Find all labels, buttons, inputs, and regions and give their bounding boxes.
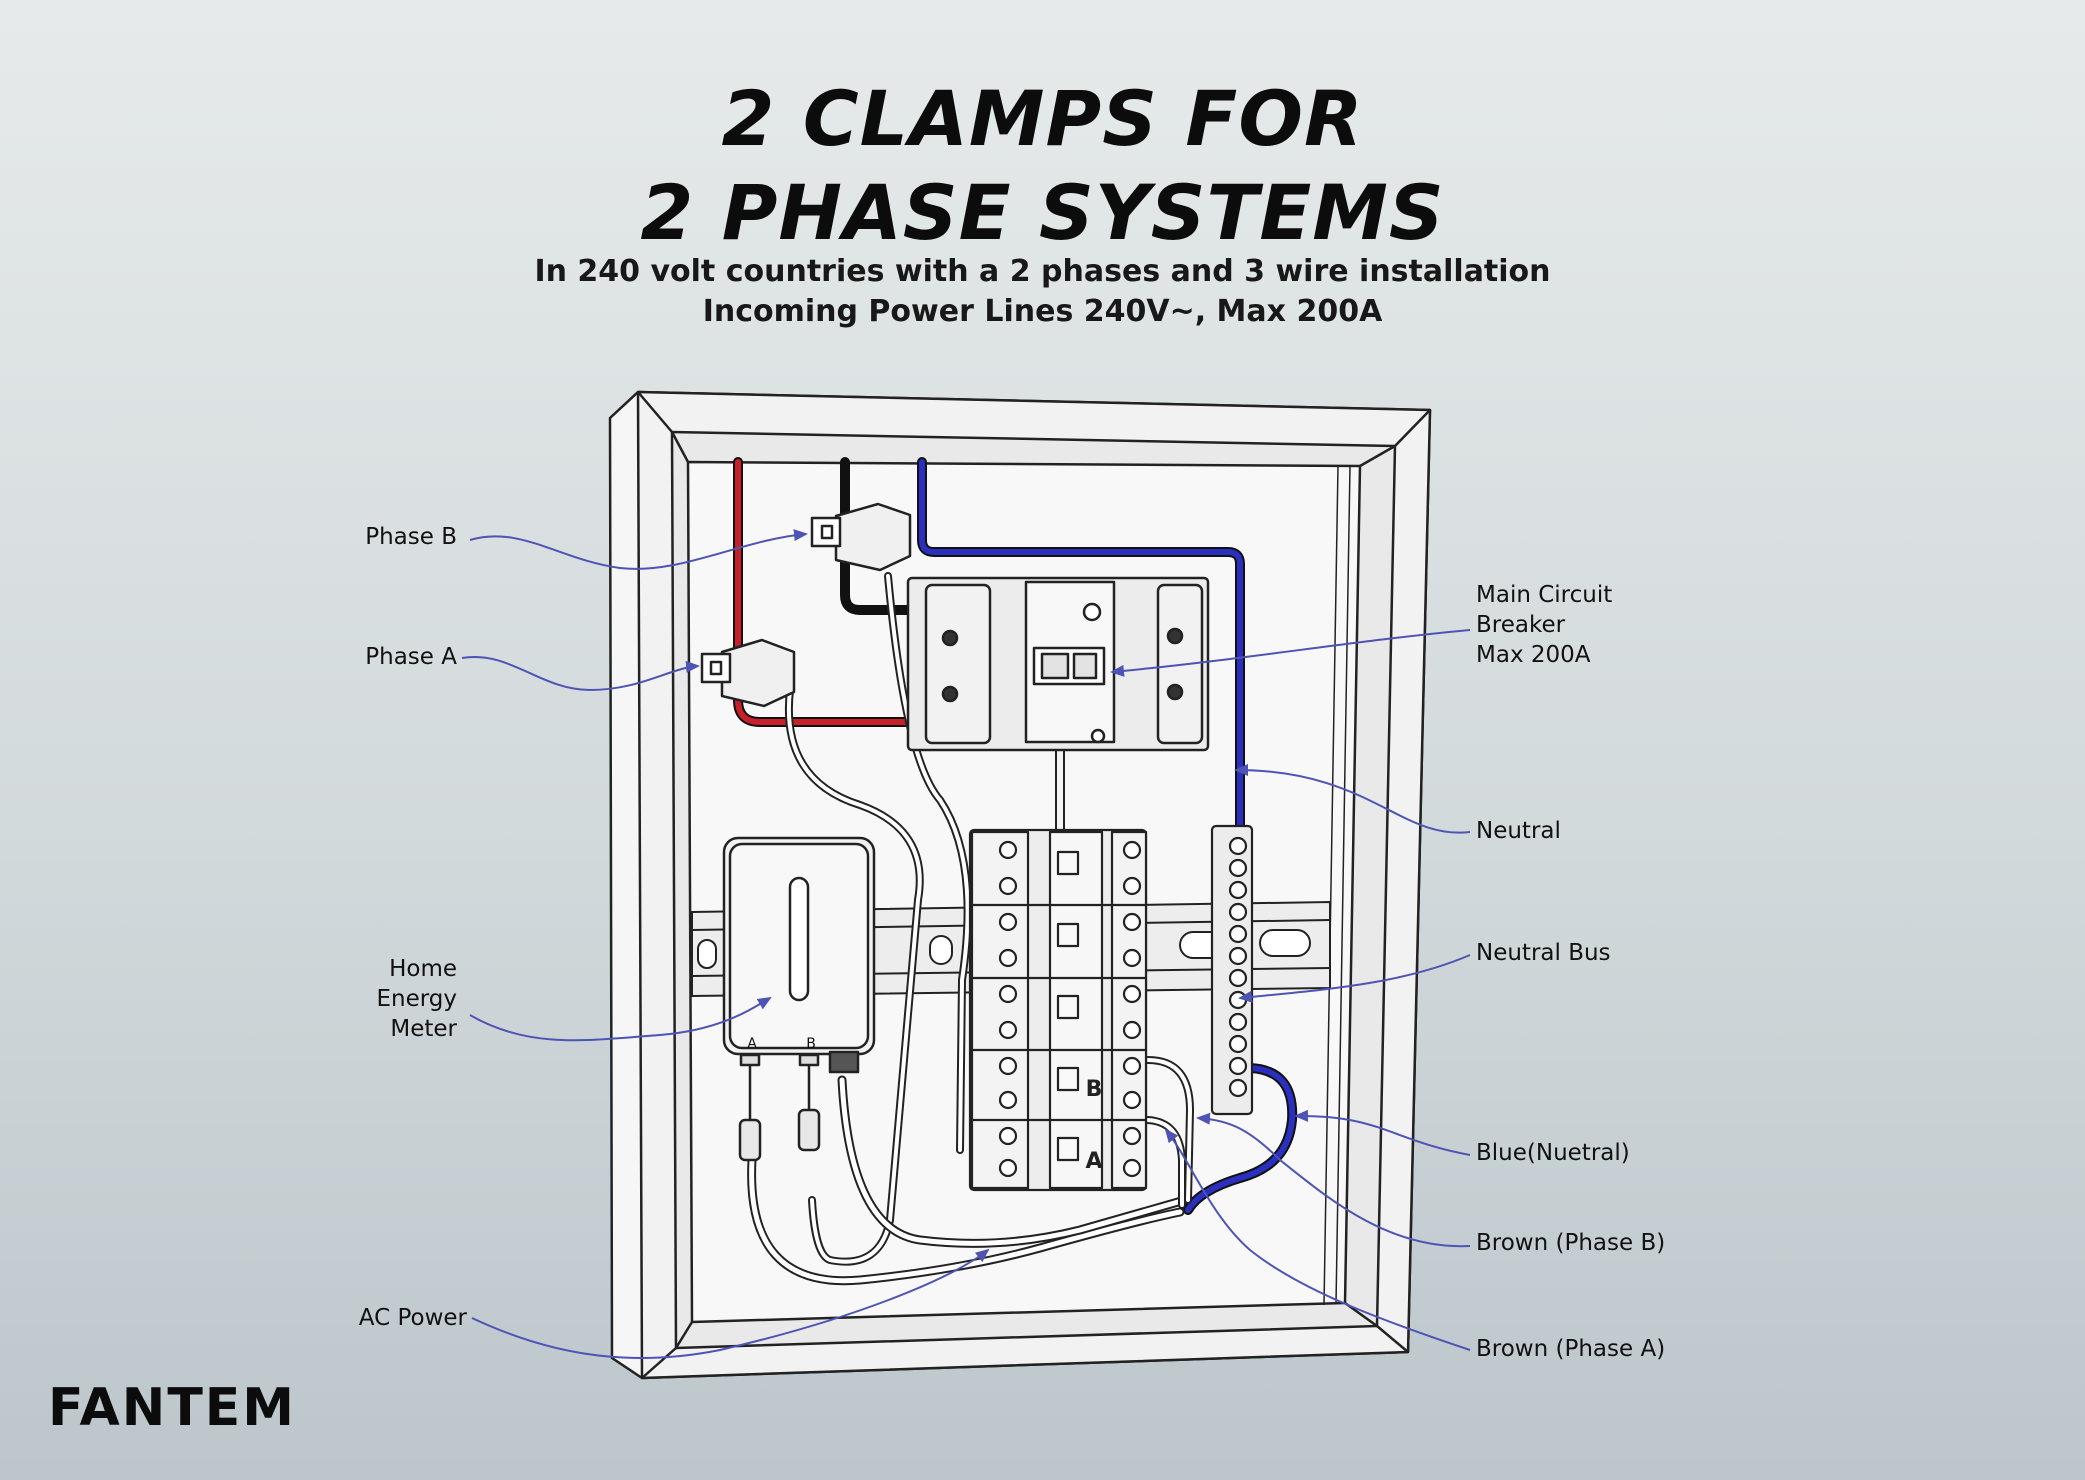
callout-blue-neutral	[1294, 1109, 1471, 1156]
label-main-breaker-line-1: Main Circuit	[1476, 582, 1613, 608]
label-ac-power: AC Power	[358, 1305, 467, 1331]
label-phase-a: Phase A	[365, 644, 457, 670]
callout-neutral	[1234, 764, 1471, 834]
label-phase-b: Phase B	[365, 524, 457, 550]
neutral-bus	[1210, 824, 1254, 1116]
label-brown-phase-b: Brown (Phase B)	[1476, 1230, 1666, 1256]
title-line-2: 2 PHASE SYSTEMS	[640, 168, 1445, 257]
black-phase-wire	[840, 457, 925, 615]
label-main-breaker-line-2: Breaker	[1476, 612, 1566, 638]
callout-ac-power	[471, 1248, 990, 1359]
label-home-energy-meter-line-3: Meter	[390, 1016, 457, 1042]
fantem-logo: FANTEM	[48, 1378, 297, 1438]
label-home-energy-meter-line-2: Energy	[376, 986, 457, 1012]
diagram-title: 2 CLAMPS FOR 2 PHASE SYSTEMS	[0, 72, 2085, 260]
callout-phase-a	[461, 655, 700, 692]
branch-breakers	[968, 828, 1148, 1192]
label-neutral: Neutral	[1476, 818, 1561, 844]
callout-brown-phase-a	[1164, 1128, 1471, 1351]
diagram-subtitle: In 240 volt countries with a 2 phases an…	[0, 252, 2085, 332]
breaker-b-mark: B	[1086, 1077, 1103, 1102]
callout-lines	[461, 529, 1471, 1359]
callout-home-energy-meter	[469, 996, 772, 1042]
callout-main-breaker	[1110, 629, 1471, 677]
callout-brown-phase-b	[1196, 1112, 1471, 1248]
title-line-1: 2 CLAMPS FOR	[721, 74, 1364, 163]
blue-neutral-wire	[1185, 1065, 1296, 1213]
callout-neutral-bus	[1238, 954, 1471, 1003]
label-brown-phase-a: Brown (Phase A)	[1476, 1336, 1666, 1362]
label-home-energy-meter: Home Energy Meter	[376, 954, 457, 1044]
label-main-circuit-breaker: Main Circuit Breaker Max 200A	[1476, 580, 1612, 670]
subtitle-line-1: In 240 volt countries with a 2 phases an…	[534, 254, 1551, 289]
label-neutral-bus: Neutral Bus	[1476, 940, 1611, 966]
subtitle-line-2: Incoming Power Lines 240V~, Max 200A	[702, 294, 1383, 329]
main-circuit-breaker	[906, 576, 1210, 752]
label-blue-neutral: Blue(Nuetral)	[1476, 1140, 1630, 1166]
ct-clamp-phase-b	[810, 502, 912, 572]
meter-port-a-label: A	[747, 1036, 757, 1052]
breaker-a-mark: A	[1085, 1149, 1102, 1174]
meter-port-b-label: B	[806, 1036, 816, 1052]
blue-neutral-feed	[919, 459, 1243, 838]
label-home-energy-meter-line-1: Home	[389, 956, 457, 982]
label-main-breaker-line-3: Max 200A	[1476, 642, 1591, 668]
ct-clamp-phase-a	[700, 638, 796, 708]
callout-phase-b	[469, 529, 808, 570]
